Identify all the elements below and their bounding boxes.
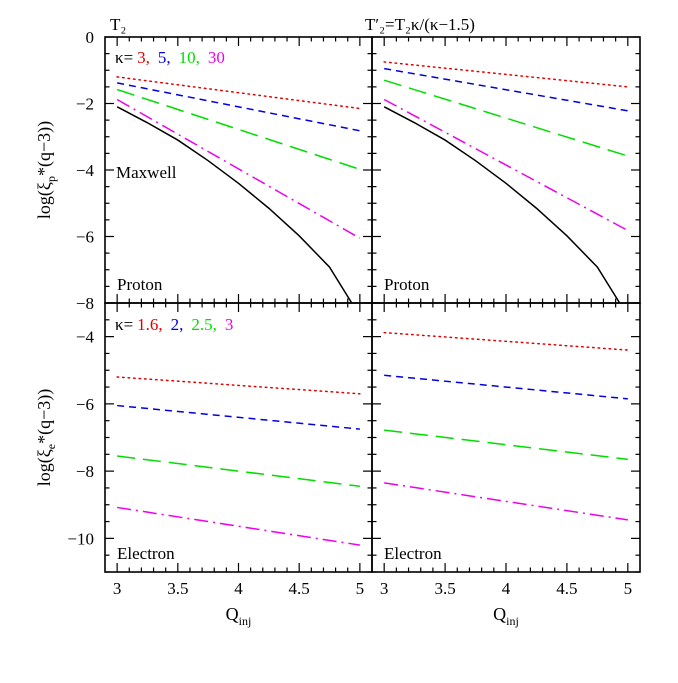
- x-axis-label: Qinj: [226, 604, 252, 628]
- y-axis-label-sub: e: [44, 444, 58, 449]
- panel-label-electron-c0: Electron: [117, 544, 175, 563]
- series-line-r0-c1-4: [383, 106, 620, 303]
- panel-frame-r1-c1: [371, 302, 641, 573]
- series-line-r0-c0-0: [116, 76, 361, 110]
- kappa-legend-value: 2,: [171, 315, 184, 334]
- kappa-legend-value: 10,: [179, 48, 200, 67]
- y-tick-label: −4: [76, 161, 95, 180]
- kappa-legend-value: 1.6,: [137, 315, 163, 334]
- x-tick-label: 4: [502, 579, 511, 598]
- series-line-r1-c0-0: [116, 376, 361, 395]
- y-tick-label: −2: [76, 95, 94, 114]
- series-line-r1-c1-0: [383, 331, 629, 351]
- x-tick-label: 5: [624, 579, 633, 598]
- kappa-legend-row0: κ=3, 5, 10, 30: [115, 48, 225, 67]
- y-tick-label: −4: [76, 328, 95, 347]
- x-axis-label-sub: inj: [506, 614, 519, 628]
- series-line-r0-c1-1: [384, 67, 628, 112]
- kappa-legend-value: 5,: [158, 48, 171, 67]
- x-axis-label: Qinj: [493, 604, 519, 628]
- column-title-left: T₂: [110, 15, 126, 34]
- x-axis-label-main: Q: [226, 604, 239, 624]
- series-line-r0-c0-2: [116, 88, 361, 171]
- y-axis-label-sub: p: [44, 176, 58, 182]
- series-line-r1-c0-1: [117, 404, 360, 430]
- y-axis-label-prefix: log(ξ: [34, 182, 55, 219]
- y-axis-label-prefix: log(ξ: [34, 449, 55, 486]
- series-line-r0-c0-3: [116, 98, 361, 239]
- series-line-r0-c1-2: [383, 79, 629, 157]
- kappa-legend-value: 2.5,: [191, 315, 217, 334]
- series-line-r0-c0-1: [116, 82, 361, 132]
- y-axis-label-suffix: *(q−3)): [34, 121, 55, 176]
- panel-frame-r0-c1: [371, 36, 641, 304]
- series-line-r1-c1-2: [384, 429, 628, 461]
- y-axis-label-suffix: *(q−3)): [34, 389, 55, 444]
- kappa-legend-prefix: κ=: [115, 315, 133, 334]
- series-line-r1-c0-2: [117, 455, 360, 488]
- panel-label-proton-c1: Proton: [384, 275, 430, 294]
- kappa-legend-prefix: κ=: [115, 48, 133, 67]
- y-tick-label: −10: [67, 529, 94, 548]
- series-line-r1-c1-3: [384, 482, 628, 521]
- y-tick-label: −6: [76, 228, 94, 247]
- kappa-legend-value: 3: [225, 315, 234, 334]
- x-tick-label: 3: [113, 579, 122, 598]
- series-line-r0-c1-3: [383, 98, 629, 232]
- y-tick-label: 0: [86, 28, 95, 47]
- series-line-r1-c1-1: [384, 374, 628, 400]
- x-tick-label: 5: [356, 579, 365, 598]
- x-axis-label-sub: inj: [239, 614, 252, 628]
- x-tick-label: 3.5: [434, 579, 455, 598]
- column-title-right: T′₂=T₂κ/(κ−1.5): [365, 15, 475, 34]
- x-tick-label: 3: [380, 579, 389, 598]
- panel-label-proton-c0: Proton: [117, 275, 163, 294]
- series-line-r1-c0-3: [117, 506, 360, 546]
- x-tick-label: 3.5: [167, 579, 188, 598]
- series-line-r0-c0-4: [116, 106, 353, 303]
- x-axis-label-main: Q: [493, 604, 506, 624]
- y-axis-label-row0: log(ξp*(q−3)): [34, 121, 58, 219]
- y-tick-label: −8: [76, 462, 94, 481]
- y-tick-label: −8: [76, 294, 94, 313]
- panel-frame-r1-c0: [104, 302, 373, 573]
- y-axis-label-row1: log(ξe*(q−3)): [34, 389, 58, 487]
- series-line-r0-c1-0: [383, 61, 629, 88]
- x-tick-label: 4.5: [556, 579, 577, 598]
- kappa-legend-row1: κ=1.6, 2, 2.5, 3: [115, 315, 233, 334]
- kappa-legend-value: 30: [208, 48, 225, 67]
- kappa-legend-value: 3,: [137, 48, 150, 67]
- x-tick-label: 4: [234, 579, 243, 598]
- panel-label-electron-c1: Electron: [384, 544, 442, 563]
- y-tick-label: −6: [76, 395, 94, 414]
- maxwell-label: Maxwell: [116, 163, 177, 182]
- x-tick-label: 4.5: [289, 579, 310, 598]
